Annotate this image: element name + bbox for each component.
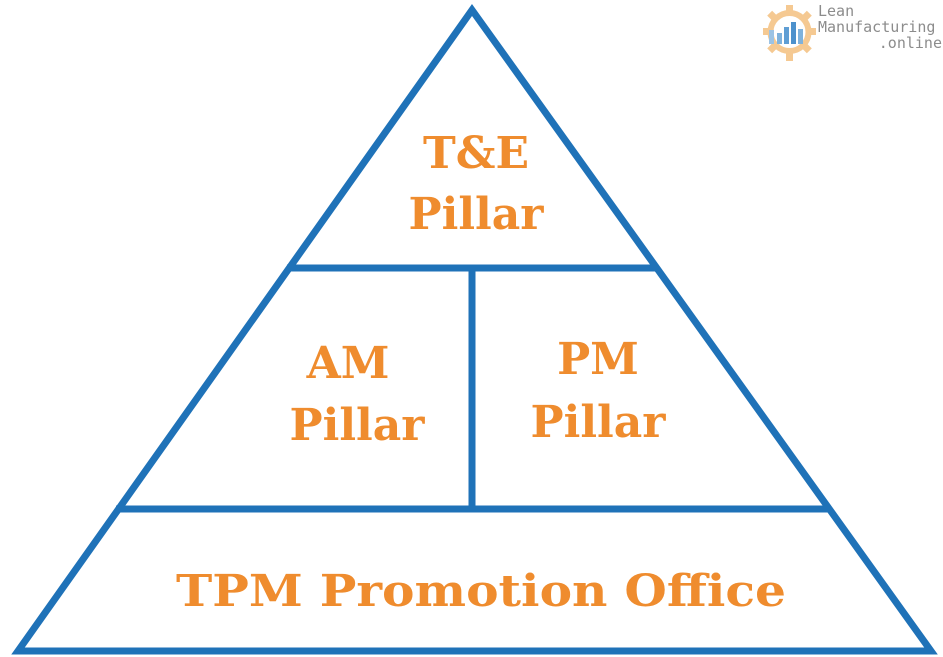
pm-pillar-label-line2: Pillar [531,397,667,448]
logo-text-line3: .online [878,34,942,52]
te-pillar-label-line2: Pillar [409,189,545,240]
logo-text-line1: Lean [818,2,855,20]
gear-chart-icon [763,5,816,61]
pm-pillar-label-line1: PM [557,334,639,385]
te-pillar-label-line1: T&E [423,128,529,179]
pyramid-outline [11,3,938,655]
logo-text: Lean Manufacturing .online [818,3,942,51]
logo-text-line2: Manufacturing [818,18,936,36]
am-pillar-label-line1: AM [306,338,390,389]
am-pillar-label-line2: Pillar [290,400,426,451]
lean-manufacturing-logo: Lean Manufacturing .online [752,2,942,62]
tpm-promotion-office-label: TPM Promotion Office [176,566,786,617]
